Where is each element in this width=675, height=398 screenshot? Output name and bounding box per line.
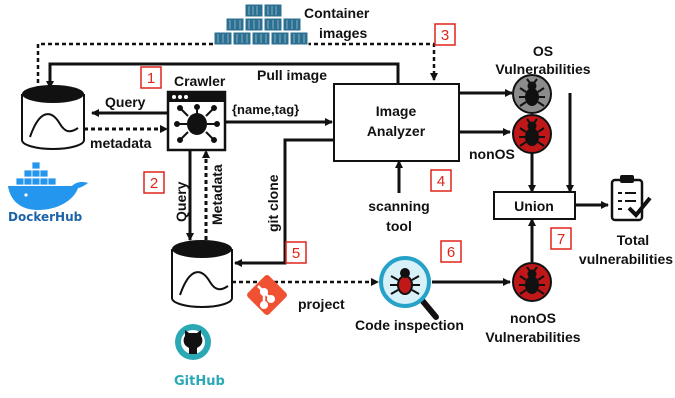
step-badge-7: 7 (550, 227, 572, 250)
crawler-label: Crawler (174, 73, 226, 89)
docker-whale-icon (8, 161, 88, 210)
union-box (493, 191, 576, 220)
image-analyzer-label-line1: Image (376, 103, 417, 119)
os-bug-icon (512, 74, 552, 114)
step-badge-3: 3 (434, 23, 456, 46)
step-badge-4: 4 (430, 169, 452, 192)
os-vulnerabilities-label-line2: Vulnerabilities (495, 61, 590, 77)
os-vulnerabilities-label-line1: OS (533, 43, 553, 59)
step-number-2: 2 (150, 175, 158, 192)
nonos-label: nonOS (469, 146, 515, 162)
step-number-4: 4 (437, 173, 445, 190)
code-inspection-magnifier-icon (379, 256, 439, 320)
container-images-label-line1: Container (304, 5, 370, 21)
code-nonos-vulnerabilities-label-line2: Vulnerabilities (485, 329, 580, 345)
clipboard-check-icon (610, 175, 652, 222)
github-label: GitHub (174, 374, 225, 389)
total-vulnerabilities-label-line2: vulnerabilities (579, 251, 673, 267)
step-badge-5: 5 (285, 241, 307, 264)
connections (36, 42, 609, 286)
query-github-label: Query (173, 181, 189, 222)
step-badge-6: 6 (440, 240, 462, 263)
metadata-github-label: Metadata (209, 164, 225, 225)
crawler-bug-icon (174, 104, 220, 143)
dashed-image-download-line (36, 42, 438, 90)
step-number-7: 7 (557, 231, 565, 248)
dockerhub-database (21, 85, 85, 150)
name-tag-label: {name,tag} (232, 102, 299, 117)
github-database (171, 240, 233, 308)
code-nonos-bug-icon (512, 262, 552, 302)
code-inspection-label: Code inspection (355, 317, 464, 333)
pull-image-label: Pull image (257, 67, 327, 83)
union-label: Union (514, 198, 554, 214)
metadata-dockerhub-label: metadata (90, 135, 152, 151)
step-number-5: 5 (292, 245, 300, 262)
dockerhub-label: DockerHub (8, 210, 83, 224)
github-octocat-icon (175, 324, 211, 360)
image-analyzer-label-line2: Analyzer (367, 123, 426, 139)
step-number-1: 1 (147, 70, 155, 87)
query-dockerhub-label: Query (105, 94, 146, 110)
total-vulnerabilities-label-line1: Total (617, 232, 649, 248)
containers-icon (213, 3, 309, 46)
nonos-bug-icon (512, 114, 552, 154)
git-clone-arrow (234, 138, 334, 267)
pull-image-arrow (46, 62, 400, 89)
scanning-tool-label-line2: tool (386, 218, 412, 234)
step-badge-1: 1 (140, 66, 162, 89)
code-nonos-vulnerabilities-label-line1: nonOS (510, 310, 556, 326)
git-clone-label: git clone (265, 174, 281, 232)
image-analyzer-box (333, 83, 460, 162)
git-logo-icon (247, 275, 287, 315)
scanning-tool-label-line1: scanning (368, 198, 429, 214)
step-number-6: 6 (447, 244, 455, 261)
container-images-label-line2: images (319, 25, 367, 41)
project-label: project (298, 296, 345, 312)
step-number-3: 3 (441, 27, 449, 44)
step-badge-2: 2 (143, 171, 165, 194)
